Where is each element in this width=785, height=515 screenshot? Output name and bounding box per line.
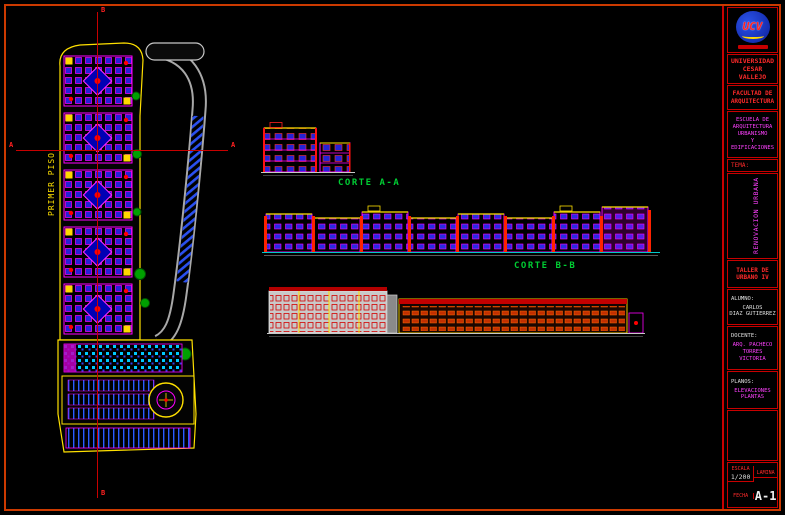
tema-value-box: RENOVACION URBANA <box>727 173 778 259</box>
roof-tanks <box>367 205 573 212</box>
plans-value: ELEVACIONES PLANTAS <box>734 387 771 401</box>
ucv-logo-ribbon <box>737 45 768 49</box>
access-road <box>145 42 207 349</box>
main-building <box>263 122 317 173</box>
lower-parking-strip <box>65 427 191 449</box>
elevation-corte-aa <box>261 122 355 176</box>
parking-lot <box>61 375 195 425</box>
axis-label-b-bottom: B <box>101 489 106 497</box>
teacher-label: DOCENTE: <box>731 333 758 340</box>
axis-label-a-left: A <box>9 141 14 149</box>
label-corte-aa: CORTE A-A <box>338 178 401 188</box>
structural-columns <box>264 210 651 252</box>
ucv-logo-box: UCV <box>727 7 778 53</box>
lamina-cell: LAMINA <box>754 470 777 478</box>
sheet-number-cell: A-1 <box>754 489 777 504</box>
ucv-logo: UCV <box>735 11 770 43</box>
tema-label: TEMA: <box>727 159 778 172</box>
ucv-logo-acronym: UCV <box>742 20 763 34</box>
student-label: ALUMNO: <box>731 295 755 302</box>
housing-blocks <box>63 55 133 335</box>
label-corte-bb: CORTE B-B <box>514 261 577 271</box>
teacher-name: ARQ. PACHECO TORRES VICTORIA <box>732 342 773 362</box>
building-modules <box>265 206 649 253</box>
stair-tower <box>386 294 398 334</box>
scale-cell: ESCALA 1/200 <box>728 465 755 483</box>
long-block <box>398 298 628 334</box>
plaza-paving <box>63 343 183 373</box>
sheet-number: A-1 <box>754 488 777 503</box>
tema-value: RENOVACION URBANA <box>752 177 760 254</box>
teacher-box: DOCENTE: ARQ. PACHECO TORRES VICTORIA <box>727 326 778 370</box>
axis-label-b-top: B <box>101 6 106 14</box>
plans-label: PLANOS: <box>731 378 755 385</box>
scale-value: 1/200 <box>730 473 751 482</box>
lamina-label: LAMINA <box>756 470 775 477</box>
scale-label: ESCALA <box>731 465 750 472</box>
site-plan-first-floor <box>57 42 207 453</box>
plans-box: PLANOS: ELEVACIONES PLANTAS <box>727 371 778 409</box>
student-name: CARLOS DIAZ GUTIERREZ <box>729 304 776 318</box>
student-box: ALUMNO: CARLOS DIAZ GUTIERREZ <box>727 289 778 325</box>
floor-label: PRIMER PISO <box>47 152 56 216</box>
title-block: UCV UNIVERSIDAD CESAR VALLEJO FACULTAD D… <box>722 6 779 509</box>
roundabout <box>148 382 184 418</box>
notes-box <box>727 410 778 461</box>
faculty-name: FACULTAD DE ARQUITECTURA <box>727 85 778 110</box>
course-name: TALLER DE URBANO IV <box>727 260 778 288</box>
annex-building <box>319 142 351 173</box>
ucv-logo-swoosh-icon <box>741 33 764 39</box>
axis-label-a-right: A <box>231 141 236 149</box>
axis-line-a <box>16 150 228 151</box>
elevation-front <box>267 287 645 337</box>
end-annex <box>628 312 644 334</box>
elevation-corte-bb <box>262 205 660 256</box>
school-name: ESCUELA DE ARQUITECTURA URBANISMO Y EDIF… <box>727 111 778 158</box>
university-name: UNIVERSIDAD CESAR VALLEJO <box>727 54 778 84</box>
axis-line-b <box>97 12 98 498</box>
road-end-island <box>145 42 205 61</box>
tower-block <box>268 287 388 334</box>
sheet-info-box: ESCALA 1/200 LAMINA FECHA A-1 <box>727 462 778 508</box>
date-cell: FECHA <box>728 492 755 500</box>
date-label: FECHA <box>733 492 749 499</box>
